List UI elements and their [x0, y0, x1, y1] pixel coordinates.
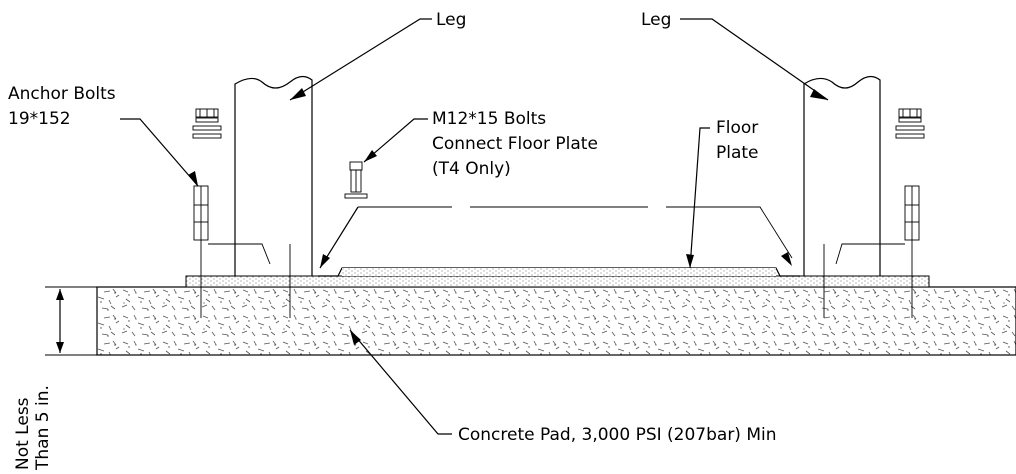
- leader-m12-bolts: [363, 118, 428, 163]
- label-m12-connect: Connect Floor Plate: [432, 134, 598, 154]
- leader-concrete-pad: [349, 329, 452, 435]
- label-anchor-bolts: Anchor Bolts: [8, 84, 116, 104]
- label-m12-bolts: M12*15 Bolts: [432, 109, 546, 129]
- label-floor: Floor: [716, 118, 758, 138]
- dimension-marker: [45, 286, 97, 356]
- base-plate: [185, 275, 930, 288]
- m12-bolt: [344, 161, 368, 199]
- floor-plate-outline: [358, 206, 793, 259]
- leader-floor-plate: [686, 127, 710, 269]
- label-m12-note: (T4 Only): [432, 159, 511, 179]
- leader-leg-left: [289, 18, 432, 101]
- label-leg-left: Leg: [436, 10, 466, 30]
- label-anchor-size: 19*152: [8, 109, 71, 129]
- left-leg: [234, 75, 313, 276]
- label-concrete-pad: Concrete Pad, 3,000 PSI (207bar) Min: [458, 425, 777, 445]
- leader-floor-plate-right: [781, 252, 792, 266]
- label-dimension-line1: Not Less: [13, 397, 33, 470]
- right-leg: [803, 75, 881, 276]
- label-plate: Plate: [716, 143, 759, 163]
- leader-m12-to-plate: [319, 206, 359, 269]
- label-leg-right: Leg: [641, 10, 671, 30]
- right-anchor-bolt: [895, 108, 925, 318]
- left-anchor-bolt: [192, 108, 222, 318]
- leader-anchor-bolts: [120, 118, 199, 187]
- label-dimension-line2: Than 5 in.: [33, 385, 53, 471]
- concrete-pad: [96, 286, 1016, 356]
- leader-leg-right: [680, 18, 829, 101]
